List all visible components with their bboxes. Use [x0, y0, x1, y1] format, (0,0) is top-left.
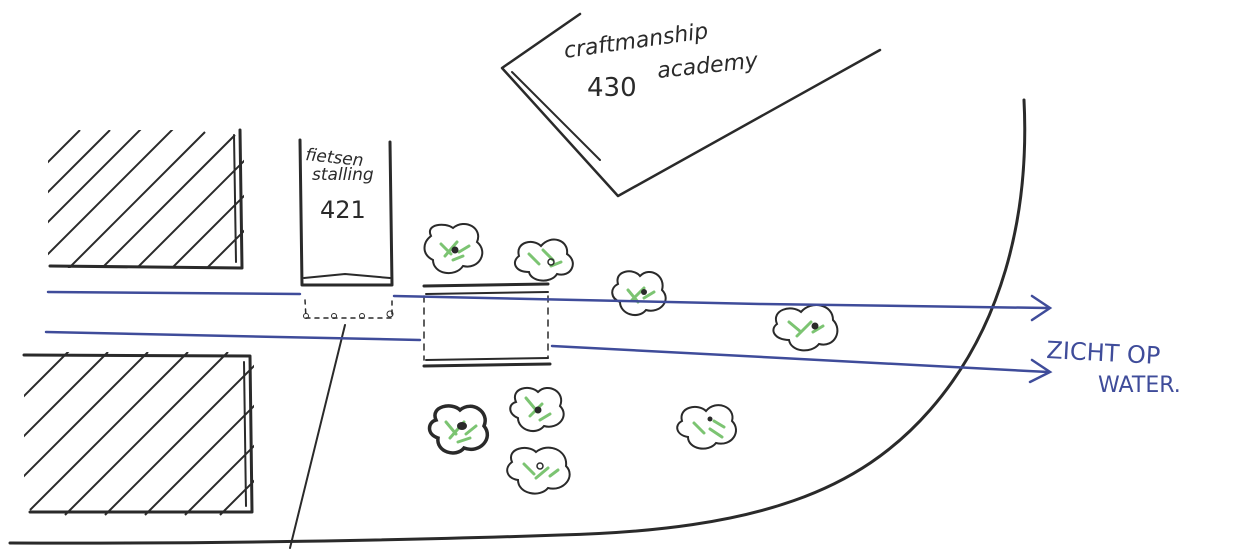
water-edge — [8, 98, 1027, 545]
academy-label-line2: academy — [656, 48, 760, 84]
arrowhead-icon — [1028, 358, 1053, 384]
tree — [611, 270, 667, 317]
academy-building — [500, 12, 882, 198]
tree — [676, 404, 737, 450]
bike-label-line2: stalling — [312, 165, 374, 185]
tree — [423, 223, 484, 275]
view-label-line2: WATER. — [1098, 373, 1181, 398]
bike-storage-label: fietsen stalling 421 — [304, 145, 373, 224]
academy-label: craftmanship academy 430 — [562, 19, 760, 103]
bridge-element — [422, 282, 552, 368]
tree — [427, 404, 490, 455]
bike-storage-building — [298, 138, 394, 319]
view-label-line1: ZICHT OP — [1046, 336, 1161, 370]
trees — [423, 223, 839, 495]
view-arrows — [44, 290, 1053, 384]
academy-number: 430 — [587, 73, 637, 103]
hatched-building-bottom — [22, 352, 254, 516]
tree — [509, 386, 565, 433]
tree — [506, 446, 571, 495]
tree — [513, 238, 574, 282]
tree — [772, 304, 839, 352]
view-arrow-upper — [46, 290, 1050, 310]
view-arrow-lower — [44, 330, 1050, 374]
bike-number: 421 — [320, 196, 366, 224]
arrowhead-icon — [1030, 294, 1053, 322]
hatched-building-top — [48, 128, 244, 270]
view-label: ZICHT OP WATER. — [1046, 336, 1181, 398]
path-line — [289, 324, 346, 549]
